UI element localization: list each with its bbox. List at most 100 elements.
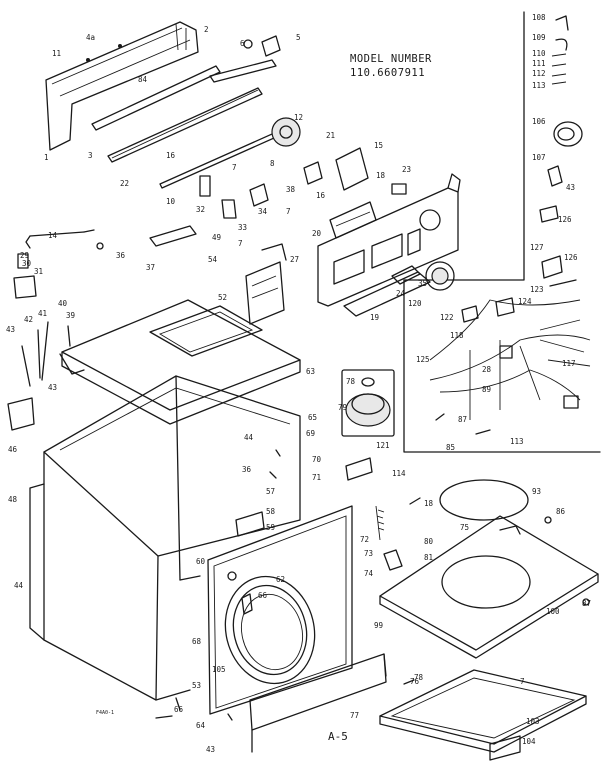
top-cover <box>59 299 301 425</box>
part-label-p105: 105 <box>212 665 226 674</box>
part-label-p125: 125 <box>416 355 430 364</box>
part-label-p36b: 36 <box>242 465 252 474</box>
part-label-p20: 20 <box>312 229 322 238</box>
part-label-p44b: 44 <box>14 581 24 590</box>
part-label-p16b: 16 <box>316 191 326 200</box>
part-label-p57: 57 <box>266 487 275 496</box>
part-label-p118: 118 <box>450 331 464 340</box>
part-label-p86: 86 <box>556 507 566 516</box>
part-label-p85: 85 <box>446 443 455 452</box>
part-label-p73: 73 <box>364 549 373 558</box>
part-label-p123: 123 <box>530 285 544 294</box>
part-label-p108: 108 <box>532 13 546 22</box>
fasteners <box>155 449 590 721</box>
part-label-p75: 75 <box>460 523 469 532</box>
part-label-p14: 14 <box>48 231 58 240</box>
part-label-p60: 60 <box>196 557 206 566</box>
part-label-p69: 69 <box>306 429 315 438</box>
part-label-p2: 2 <box>204 25 209 34</box>
part-label-p42: 42 <box>24 315 33 324</box>
part-label-p107: 107 <box>532 153 546 162</box>
left-switch-parts <box>13 225 197 299</box>
part-label-p104: 104 <box>522 737 536 746</box>
drive-belt <box>439 479 529 521</box>
part-label-p127: 127 <box>530 243 544 252</box>
part-label-p89: 89 <box>482 385 491 394</box>
part-label-p4a: 4a <box>86 33 95 42</box>
part-label-p87: 87 <box>582 599 591 608</box>
part-label-p113b: 113 <box>510 437 524 446</box>
part-label-p40: 40 <box>58 299 68 308</box>
part-label-p7d: 7 <box>520 677 525 686</box>
part-label-p7a: 7 <box>232 163 237 172</box>
part-label-p124: 124 <box>518 297 532 306</box>
part-label-p113a: 113 <box>532 81 546 90</box>
part-label-p78: 78 <box>346 377 356 386</box>
part-label-p3: 3 <box>88 151 93 160</box>
part-label-p52: 52 <box>218 293 227 302</box>
timer-assembly <box>199 35 407 219</box>
lid-switch-bracket <box>245 243 287 325</box>
part-label-p126b: 126 <box>564 253 578 262</box>
left-side-rods <box>7 321 71 431</box>
part-label-p18: 18 <box>376 171 386 180</box>
part-label-p46: 46 <box>8 445 18 454</box>
part-label-p117: 117 <box>562 359 576 368</box>
wiring-harness <box>429 15 591 435</box>
part-label-p22: 22 <box>120 179 129 188</box>
part-label-p103: 103 <box>526 717 540 726</box>
part-label-p64: 64 <box>196 721 206 730</box>
part-label-p27: 27 <box>290 255 299 264</box>
part-label-p84: 84 <box>138 75 148 84</box>
part-label-p80: 80 <box>424 537 434 546</box>
cabinet-body <box>29 375 301 701</box>
part-label-p122: 122 <box>440 313 454 322</box>
part-label-p66: 66 <box>258 591 268 600</box>
part-label-p43c: 43 <box>206 745 215 754</box>
part-label-p110: 110 <box>532 49 546 58</box>
part-label-p1: 1 <box>44 153 49 162</box>
part-label-p54: 54 <box>208 255 218 264</box>
part-label-p70: 70 <box>312 455 322 464</box>
part-label-p112: 112 <box>532 69 546 78</box>
part-label-p106: 106 <box>532 117 546 126</box>
part-label-p43b: 43 <box>48 383 57 392</box>
part-label-p31: 31 <box>34 267 43 276</box>
part-label-p29: 29 <box>20 251 29 260</box>
part-label-p121: 121 <box>376 441 390 450</box>
model-number-value: 110.6607911 <box>350 67 425 79</box>
part-label-p120: 120 <box>408 299 422 308</box>
part-label-p78b: 78 <box>414 673 424 682</box>
part-label-p35: 35 <box>418 279 427 288</box>
part-label-p24: 24 <box>396 289 406 298</box>
part-label-p76: 76 <box>410 677 420 686</box>
springs <box>375 505 403 571</box>
part-label-p43d: 43 <box>566 183 575 192</box>
top-plate <box>379 515 599 659</box>
part-label-p65: 65 <box>308 413 317 422</box>
part-label-p21: 21 <box>326 131 335 140</box>
part-label-p53: 53 <box>192 681 201 690</box>
part-label-p36: 36 <box>116 251 126 260</box>
part-label-p41: 41 <box>38 309 47 318</box>
control-panel <box>317 173 461 307</box>
part-label-p11: 11 <box>52 49 61 58</box>
part-label-p66b: 66 <box>174 705 184 714</box>
part-label-p59: 59 <box>266 523 275 532</box>
code-mark: F4A0-1 <box>96 710 114 716</box>
part-label-p16a: 16 <box>166 151 176 160</box>
part-label-p99: 99 <box>374 621 383 630</box>
console-hinge-rails <box>91 59 293 189</box>
part-label-p7c: 7 <box>238 239 243 248</box>
part-label-p15: 15 <box>374 141 383 150</box>
part-label-p100: 100 <box>546 607 560 616</box>
harness-inset-border <box>403 11 601 453</box>
part-label-p38: 38 <box>286 185 296 194</box>
front-panel <box>207 505 353 715</box>
part-label-p43a: 43 <box>6 325 15 334</box>
part-label-p71: 71 <box>312 473 321 482</box>
model-number-label: MODEL NUMBER <box>350 53 432 65</box>
part-label-p30: 30 <box>22 259 32 268</box>
part-label-p49: 49 <box>212 233 221 242</box>
part-label-p6: 6 <box>240 39 245 48</box>
